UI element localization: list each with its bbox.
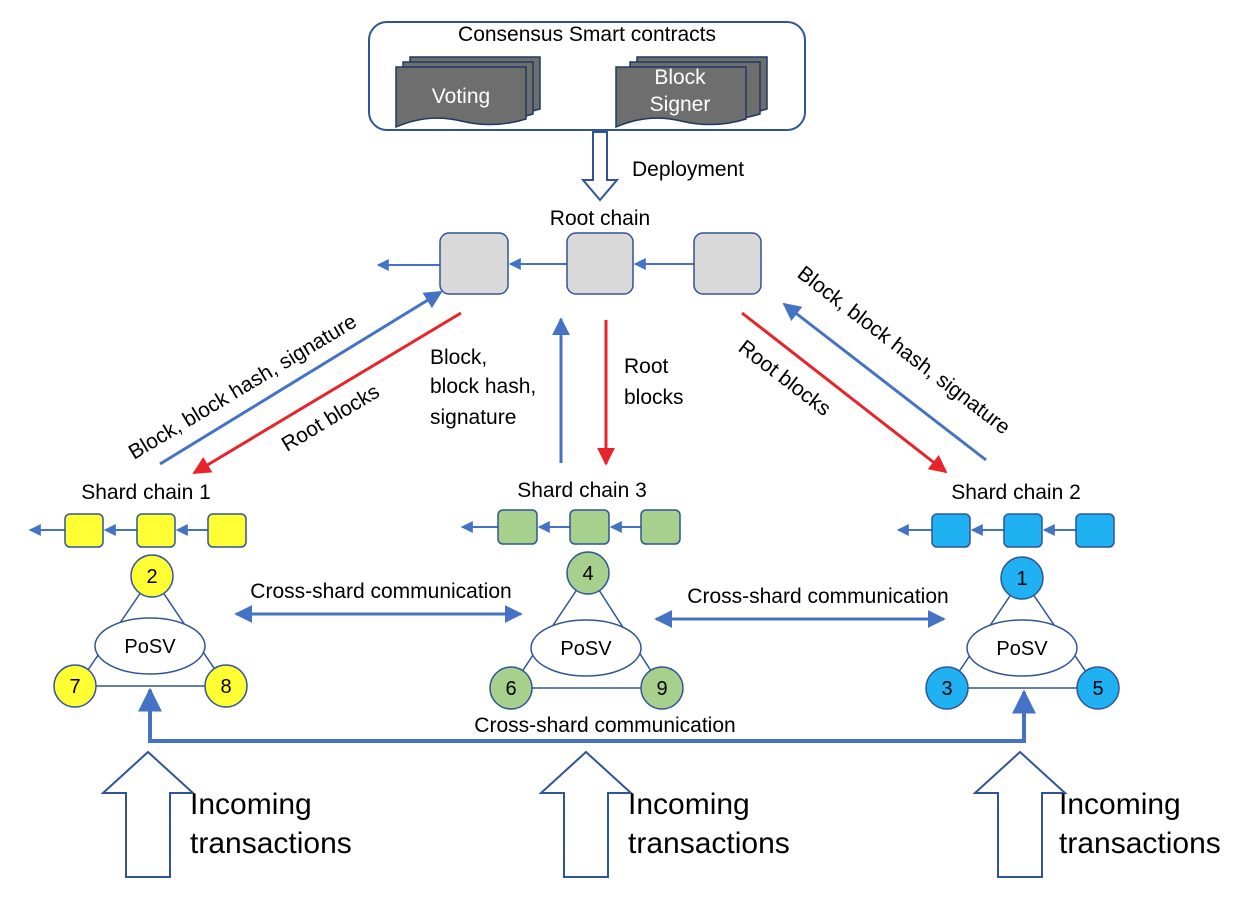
shard2-node-top-label: 1 — [1016, 568, 1027, 590]
root-block-1 — [439, 232, 509, 295]
shard1-posv-label: PoSV — [124, 636, 176, 658]
shard-chain-1-label: Shard chain 1 — [81, 481, 211, 504]
shard2-node-top — [1000, 556, 1044, 600]
right-root-blocks-arrow — [741, 311, 948, 474]
shard2-node-right-label: 5 — [1092, 678, 1103, 700]
shard3-block-2 — [569, 509, 610, 545]
shard2-block-1 — [931, 513, 971, 548]
incoming-transactions-left: Incoming transactions — [100, 750, 352, 878]
center-block-hash-label-2: block hash, — [430, 375, 536, 398]
shard1-node-left — [53, 664, 97, 708]
shard1-node-left-label: 7 — [69, 676, 80, 698]
voting-label: Voting — [432, 85, 490, 108]
root-block-3 — [693, 232, 762, 295]
shard2-node-right — [1076, 666, 1120, 710]
root-chain-label: Root chain — [550, 207, 650, 230]
right-block-hash-arrow — [782, 302, 987, 462]
root-chain — [376, 232, 762, 295]
block-signer-contract-stack: Block Signer — [615, 56, 768, 129]
incoming-label-right-1: Incoming — [1059, 788, 1181, 821]
incoming-arrow-right — [972, 750, 1068, 878]
shard1-block-2 — [136, 513, 176, 548]
right-root-blocks-label: Root blocks — [734, 336, 835, 421]
consensus-contracts-box: Consensus Smart contracts Voting Block S… — [368, 21, 806, 131]
shard2-block-3 — [1075, 513, 1115, 548]
shard1-node-top — [130, 554, 174, 598]
incoming-arrow-left — [100, 750, 196, 878]
shard3-node-top-label: 4 — [582, 563, 593, 585]
left-root-blocks-arrow — [192, 311, 462, 475]
incoming-arrow-center — [538, 750, 634, 878]
shard1-node-right-label: 8 — [220, 676, 231, 698]
shard-chain-3-label: Shard chain 3 — [517, 479, 647, 502]
shard2-block-2 — [1003, 513, 1043, 548]
shard2-posv-label: PoSV — [996, 638, 1048, 660]
shard3-node-top — [566, 551, 610, 595]
incoming-label-center-1: Incoming — [628, 788, 750, 821]
incoming-transactions-right: Incoming transactions — [972, 750, 1221, 878]
deployment-arrow — [580, 131, 620, 202]
block-signer-label-line2: Signer — [650, 93, 711, 116]
cross-shard-label-left: Cross-shard communication — [250, 580, 511, 603]
shard3-block-3 — [640, 509, 681, 545]
center-block-hash-label-3: signature — [430, 406, 516, 429]
shard2-node-left-label: 3 — [941, 678, 952, 700]
incoming-label-right-2: transactions — [1059, 827, 1221, 860]
shard1-posv-ellipse — [94, 617, 206, 675]
shard1-block-1 — [64, 513, 104, 548]
shard2-posv-ellipse — [966, 619, 1078, 677]
left-block-hash-label: Block, block hash, signature — [125, 310, 361, 464]
shard-chain-2-label: Shard chain 2 — [951, 481, 1081, 504]
incoming-transactions-center: Incoming transactions — [538, 750, 790, 878]
shard1-node-top-label: 2 — [146, 566, 157, 588]
cross-shard-label-bottom: Cross-shard communication — [474, 714, 735, 737]
root-block-2 — [566, 232, 634, 295]
shard3-node-left-label: 6 — [505, 678, 516, 700]
shard1-block-3 — [207, 513, 247, 548]
shard3-posv-label: PoSV — [560, 638, 612, 660]
voting-contract-stack: Voting — [395, 56, 541, 129]
shard3-node-right-label: 9 — [656, 678, 667, 700]
shard-chain-1: Shard chain 1 PoSV 2 7 8 — [28, 481, 248, 708]
left-block-hash-arrow — [159, 290, 443, 466]
center-block-hash-label-1: Block, — [430, 346, 487, 369]
incoming-label-center-2: transactions — [628, 827, 790, 860]
cross-shard-bottom-connector — [138, 687, 1036, 743]
center-root-blocks-label-1: Root — [624, 355, 669, 378]
incoming-label-left-2: transactions — [190, 827, 352, 860]
shard3-posv-ellipse — [530, 619, 642, 677]
incoming-label-left-1: Incoming — [190, 788, 312, 821]
shard-chain-2: Shard chain 2 PoSV 1 3 5 — [896, 481, 1120, 710]
center-root-blocks-label-2: blocks — [624, 386, 684, 409]
shard3-block-1 — [497, 509, 538, 545]
deployment-label: Deployment — [632, 158, 744, 181]
block-signer-label-line1: Block — [654, 66, 706, 89]
consensus-box-title: Consensus Smart contracts — [458, 23, 716, 46]
cross-shard-label-right: Cross-shard communication — [687, 585, 948, 608]
